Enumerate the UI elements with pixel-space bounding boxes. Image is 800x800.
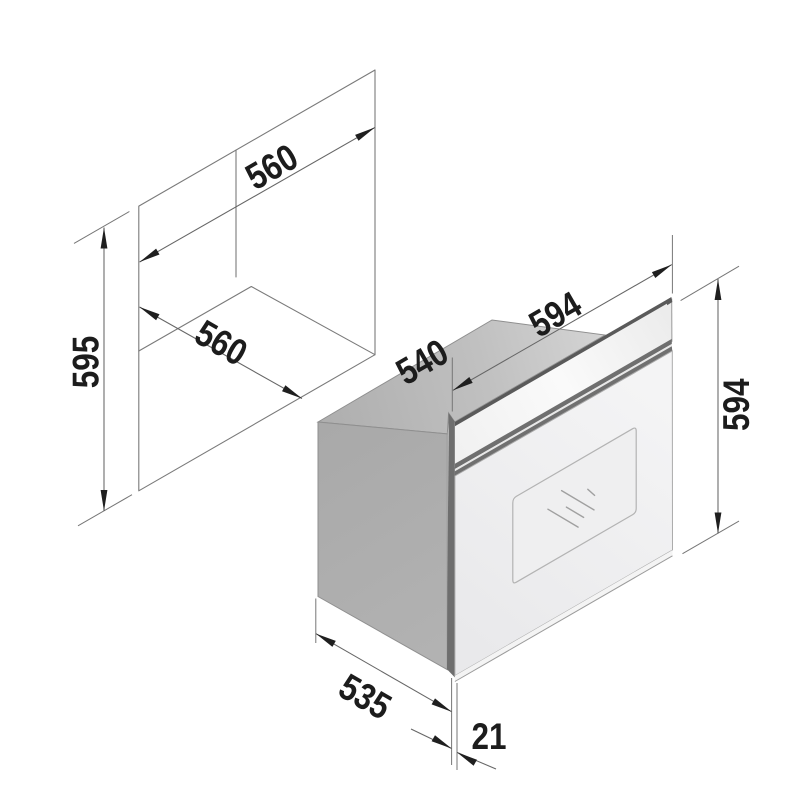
svg-text:21: 21 [472,717,507,758]
svg-text:595: 595 [66,336,107,388]
svg-text:594: 594 [717,379,758,431]
